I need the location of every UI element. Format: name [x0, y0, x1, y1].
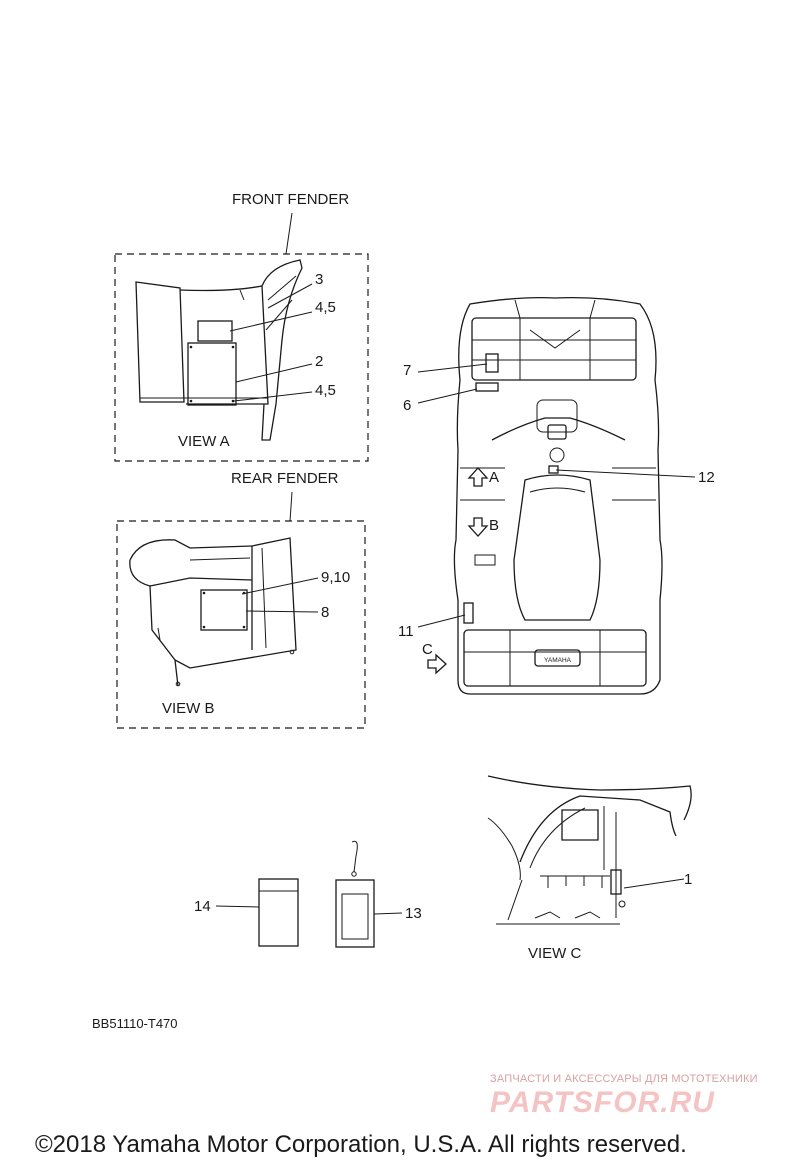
- part-14-card: [258, 878, 299, 947]
- callout-4-5-top: 4,5: [315, 299, 336, 316]
- callout-3: 3: [315, 271, 323, 288]
- watermark-site: PARTSFOR.RU: [490, 1086, 715, 1119]
- view-b-marker: B: [489, 517, 499, 534]
- view-c-arrow: [427, 653, 447, 675]
- decal-12: [548, 465, 559, 474]
- decal-6: [475, 382, 499, 392]
- front-fender-drawing: [135, 259, 303, 441]
- callout-13: 13: [405, 905, 422, 922]
- callout-7: 7: [403, 362, 411, 379]
- callout-11: 11: [398, 623, 414, 640]
- callout-2: 2: [315, 353, 323, 370]
- callout-12: 12: [698, 469, 715, 486]
- view-a-marker: A: [489, 469, 499, 486]
- loose-parts-group: 14 13: [194, 840, 422, 948]
- rear-fender-title: REAR FENDER: [231, 470, 339, 487]
- callout-9-10: 9,10: [321, 569, 350, 586]
- callout-4-5-bottom: 4,5: [315, 382, 336, 399]
- brand-plate: YAMAHA: [544, 657, 572, 664]
- front-label-large: [187, 342, 237, 406]
- diagram-code: BB51110-T470: [92, 1016, 178, 1031]
- rear-fender-group: REAR FENDER 9,10 8 VIEW B: [116, 470, 366, 729]
- front-label-small: [197, 320, 233, 342]
- view-a-frame: [114, 253, 369, 462]
- view-b-arrow: [467, 517, 489, 537]
- decal-11: [463, 602, 474, 624]
- decal-7: [485, 353, 499, 373]
- view-c-label: VIEW C: [528, 945, 582, 962]
- view-c-group: 1 VIEW C: [487, 775, 692, 962]
- copyright-notice: ©2018 Yamaha Motor Corporation, U.S.A. A…: [35, 1131, 687, 1158]
- rear-fender-drawing: [129, 537, 297, 687]
- callout-6: 6: [403, 397, 411, 414]
- view-c-marker: C: [422, 641, 433, 658]
- callout-14: 14: [194, 898, 211, 915]
- view-b-label: VIEW B: [162, 700, 215, 717]
- front-fender-title: FRONT FENDER: [232, 191, 349, 208]
- view-a-label: VIEW A: [178, 433, 230, 450]
- view-a-arrow: [467, 467, 489, 487]
- front-fender-group: FRONT FENDER 3 4,5 2 4,5 VIEW A: [114, 191, 369, 462]
- rear-label: [200, 589, 248, 631]
- callout-8: 8: [321, 604, 329, 621]
- atv-top-view: YAMAHA A B C 7 6 12 11: [398, 296, 715, 695]
- callout-1: 1: [684, 871, 692, 888]
- view-b-frame: [116, 520, 366, 729]
- watermark-tagline: ЗАПЧАСТИ И АКСЕССУАРЫ ДЛЯ МОТОТЕХНИКИ: [490, 1073, 758, 1085]
